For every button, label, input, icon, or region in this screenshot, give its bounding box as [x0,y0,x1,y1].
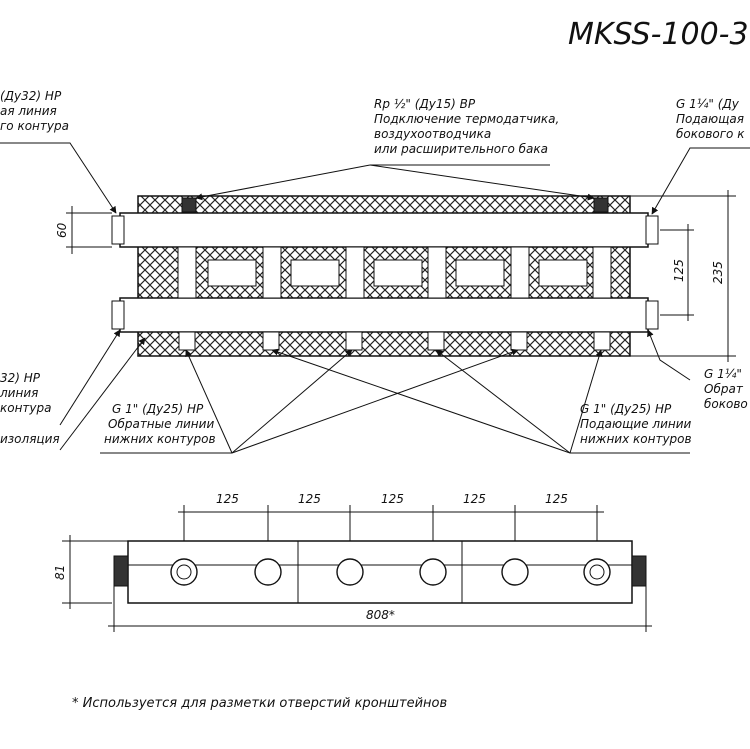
front-view: 60 125 235 [0,89,750,454]
insulation-windows [207,259,588,287]
top-view: 125 125 125 125 125 [53,492,652,632]
svg-text:бокового к: бокового к [676,127,745,141]
spacing-label-4: 125 [463,492,486,506]
dim-60-label: 60 [55,222,69,238]
svg-text:Rp ½" (Ду15) ВР: Rp ½" (Ду15) ВР [374,97,476,111]
label-bottom-right: G 1¼" Обрат боково [704,367,748,411]
svg-text:го контура: го контура [0,119,69,133]
spacing-label-1: 125 [216,492,239,506]
lower-pipe [119,297,649,333]
svg-text:или расширительного бака: или расширительного бака [374,142,548,156]
connectors [177,246,612,299]
end-thread-left [113,555,129,587]
dim-60: 60 [55,206,112,254]
svg-text:Подающая: Подающая [676,112,744,126]
dim-125-vertical: 125 [660,224,694,321]
footnote: * Используется для разметки отверстий кр… [72,696,447,711]
svg-text:боково: боково [704,397,748,411]
label-insulation: изоляция [0,432,60,446]
svg-text:Подключение термодатчика,: Подключение термодатчика, [374,112,559,126]
dim-125-label: 125 [672,259,686,282]
drawing-title: MKSS-100-3.E [568,17,750,52]
svg-text:(Ду32) НР: (Ду32) НР [0,89,62,103]
dim-235: 235 [630,190,736,362]
dim-81: 81 [53,535,128,609]
svg-text:G 1¼" (Ду: G 1¼" (Ду [676,97,740,111]
svg-text:G 1" (Ду25) НР: G 1" (Ду25) НР [580,402,672,416]
svg-text:линия: линия [0,386,38,400]
svg-text:воздухоотводчика: воздухоотводчика [374,127,491,141]
outlet-spacing-dims: 125 125 125 125 125 [178,492,604,550]
label-top-right: G 1¼" (Ду Подающая бокового к [676,97,745,141]
spacing-label-5: 125 [545,492,568,506]
dim-808-label: 808* [366,608,395,622]
left-upper-fitting [111,215,125,245]
right-upper-fitting [645,215,659,245]
leader-lines [0,142,750,454]
dim-81-label: 81 [53,565,67,580]
dim-808: 808* [108,586,652,632]
right-lower-fitting [645,300,659,330]
left-lower-fitting [111,300,125,330]
spacing-label-2: 125 [298,492,321,506]
label-supply-lower: G 1" (Ду25) НР Подающие линии нижних кон… [580,402,692,446]
dim-235-label: 235 [711,261,725,284]
svg-text:нижних контуров: нижних контуров [104,432,216,446]
outlet-circles [170,558,611,586]
label-top-left: (Ду32) НР ая линия го контура [0,89,69,133]
end-thread-right [631,555,647,587]
top-port-left [181,197,197,213]
spacing-label-3: 125 [381,492,404,506]
svg-text:Подающие линии: Подающие линии [580,417,692,431]
svg-text:ая линия: ая линия [0,104,57,118]
svg-text:нижних контуров: нижних контуров [580,432,692,446]
label-bottom-left: 32) НР линия контура [0,371,52,415]
svg-text:контура: контура [0,401,52,415]
manifold-body-top [127,540,633,604]
svg-text:Обрат: Обрат [704,382,744,396]
svg-text:G 1¼": G 1¼" [704,367,742,381]
label-top-center: Rp ½" (Ду15) ВР Подключение термодатчика… [374,97,559,156]
svg-text:Обратные линии: Обратные линии [108,417,214,431]
upper-pipe [119,212,649,248]
label-return-lower: G 1" (Ду25) НР Обратные линии нижних кон… [104,402,216,446]
svg-text:G 1" (Ду25) НР: G 1" (Ду25) НР [112,402,204,416]
svg-text:32) НР: 32) НР [0,371,41,385]
top-port-right [593,197,609,213]
